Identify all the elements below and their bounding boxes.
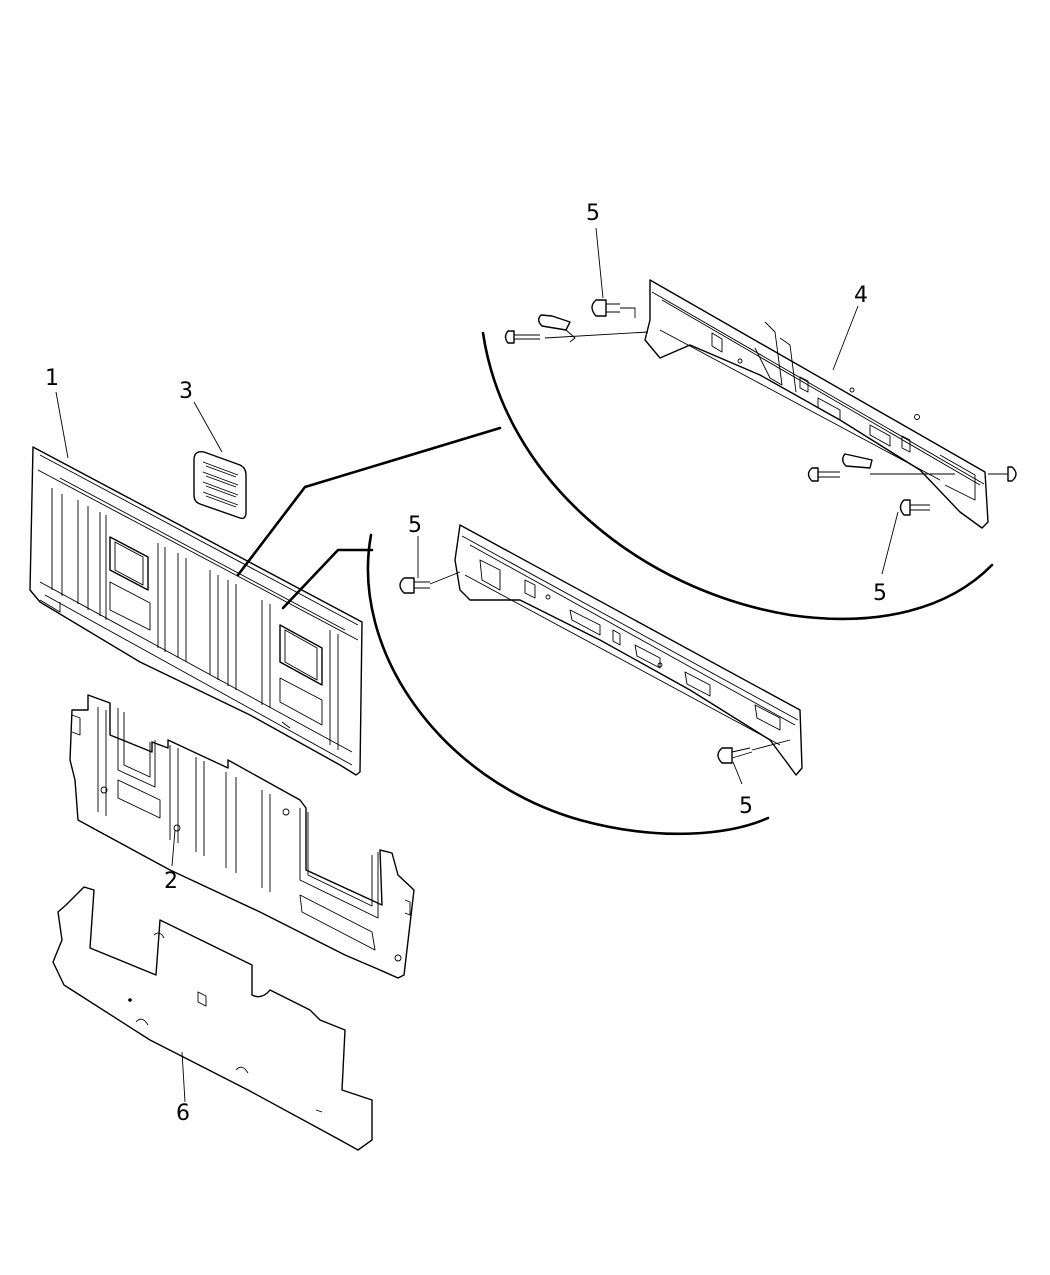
part-lower-reinforcement: [399, 524, 803, 776]
detail-arc-upper: [481, 331, 994, 621]
callout-5-bottom: 5: [739, 794, 753, 819]
callout-6: 6: [176, 1101, 190, 1126]
part-4-reinforcement: [504, 279, 1017, 529]
callout-4: 4: [854, 283, 868, 308]
detail-leaders: [236, 426, 502, 610]
callout-2: 2: [164, 869, 178, 894]
callout-5-upper-right: 5: [873, 581, 887, 606]
callout-labels: 1 2 3 4 5 5 5 5 6: [45, 201, 887, 1126]
part-2-lower-panel: [69, 694, 415, 979]
detail-arc-lower: [366, 533, 770, 836]
callout-5-mid-left: 5: [408, 513, 422, 538]
part-6-insulator: [52, 886, 373, 1151]
callout-5-top: 5: [586, 201, 600, 226]
callout-leaders: [55, 227, 899, 1103]
part-1-rear-panel: [29, 446, 363, 776]
part-3-vent-grille: [193, 450, 247, 520]
callout-3: 3: [179, 379, 193, 404]
callout-1: 1: [45, 366, 59, 391]
